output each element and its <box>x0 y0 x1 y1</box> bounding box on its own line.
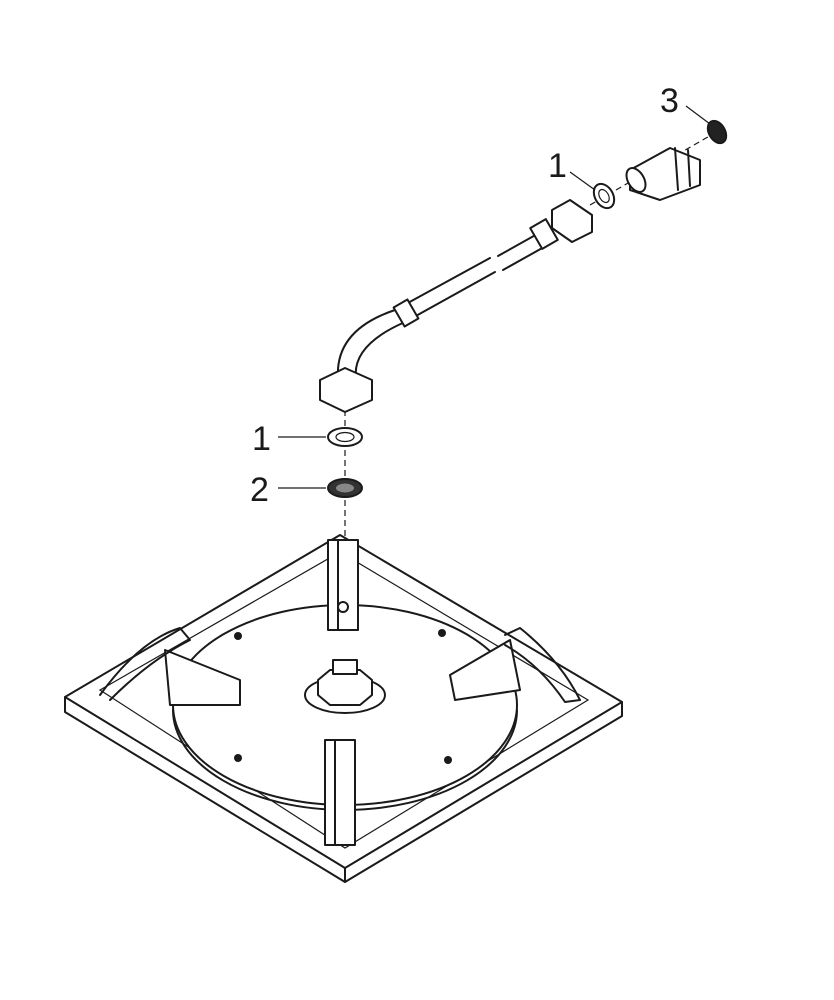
screw-hole <box>234 754 242 762</box>
callout-number: 3 <box>660 82 679 120</box>
callout-number: 2 <box>250 471 269 509</box>
callout-3: 3 <box>660 82 711 125</box>
mounting-brackets <box>99 539 581 846</box>
callout-2: 2 <box>250 471 326 509</box>
seal-3 <box>706 119 728 145</box>
washer-1-bottom <box>327 427 363 447</box>
callout-number: 1 <box>548 147 567 185</box>
callout-1-bottom: 1 <box>252 420 326 458</box>
screw-hole <box>234 632 242 640</box>
hose-nut-top <box>551 199 593 243</box>
hose-nut-bottom <box>319 367 373 413</box>
screw-hole <box>444 756 452 764</box>
connector <box>625 147 701 201</box>
center-fitting <box>304 659 386 714</box>
washer-1-top <box>592 182 616 210</box>
hose <box>319 199 593 413</box>
callout-number: 1 <box>252 420 271 458</box>
screw-hole <box>438 629 446 637</box>
callout-1-top: 1 <box>548 147 596 191</box>
